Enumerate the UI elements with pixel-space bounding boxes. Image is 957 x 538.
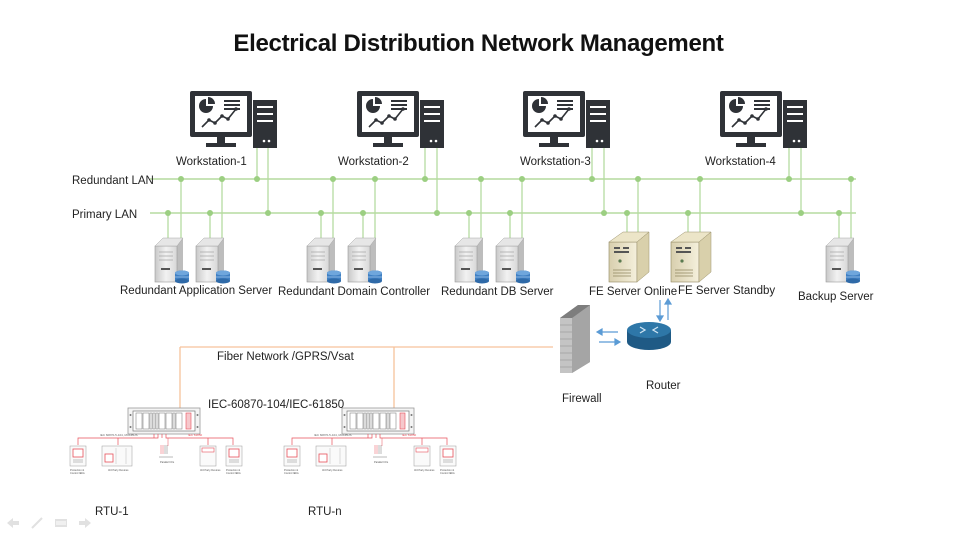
workstation-icon [189, 90, 278, 149]
db-server-icon [347, 237, 383, 284]
db-server-icon [195, 237, 231, 284]
server-label: Redundant Domain Controller [278, 286, 431, 298]
workstation-label: Workstation-2 [338, 156, 409, 168]
lan-junction-nodes [165, 176, 854, 216]
db-server-icon [154, 237, 190, 284]
pen-icon[interactable] [30, 516, 44, 529]
workstation-icon [719, 90, 808, 149]
rtu-1-icon [70, 408, 242, 475]
primary-lan-label: Primary LAN [72, 209, 138, 221]
next-icon[interactable] [78, 516, 92, 528]
db-server-icon [495, 237, 531, 284]
server-label: Redundant Application Server [120, 285, 273, 297]
server-label: FE Server Online [589, 286, 678, 298]
db-server-icon [454, 237, 490, 284]
page-title: Electrical Distribution Network Manageme… [233, 30, 724, 57]
firewall-icon [560, 305, 590, 373]
workstation-icon [356, 90, 445, 149]
workstation-icon [522, 90, 611, 149]
backup-server-icon [825, 237, 861, 284]
workstation-label: Workstation-4 [705, 156, 776, 168]
fiber-network-label: Fiber Network /GPRS/Vsat [217, 351, 354, 363]
server-label: Backup Server [798, 291, 874, 303]
previous-icon[interactable] [6, 516, 20, 528]
rtu-label: RTU-1 [95, 506, 129, 518]
redundant-lan-label: Redundant LAN [72, 175, 154, 187]
router-fe-link [595, 297, 673, 347]
fe-server-standby-icon [670, 231, 712, 283]
protocol-label: IEC-60870-104/IEC-61850 [208, 399, 345, 411]
slide-navigation [6, 516, 92, 529]
router-icon [627, 322, 671, 350]
fiber-network-lines [179, 346, 553, 410]
workstation-label: Workstation-1 [176, 156, 247, 168]
menu-icon[interactable] [54, 516, 68, 528]
workstation-label: Workstation-3 [520, 156, 591, 168]
db-server-icon [306, 237, 342, 284]
rtu-n-icon [284, 408, 456, 475]
rtu-label: RTU-n [308, 506, 342, 518]
lan-connections [167, 145, 852, 245]
server-label: FE Server Standby [678, 285, 776, 297]
firewall-label: Firewall [562, 393, 602, 405]
server-label: Redundant DB Server [441, 286, 554, 298]
router-label: Router [646, 380, 681, 392]
fe-server-online-icon [608, 231, 650, 283]
